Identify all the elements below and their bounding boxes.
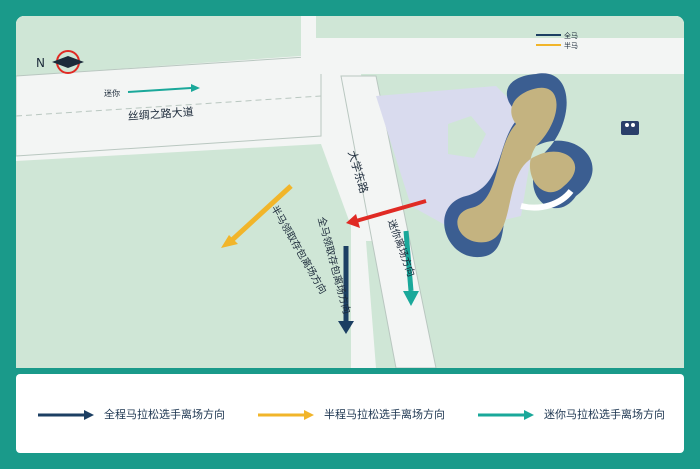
silk-road-avenue-label: 丝绸之路大道 (127, 104, 194, 123)
plaza-pentagon (448, 116, 486, 158)
mini-lane-label: 迷你 (104, 88, 120, 98)
full-exit-arrow-head (338, 321, 354, 334)
mini-exit-arrow-line (403, 230, 414, 292)
grass-southwest (16, 144, 351, 368)
half-exit-arrow-head (221, 235, 238, 248)
main-exit-arrow-head (346, 214, 360, 228)
restroom-icon (621, 121, 639, 135)
avenue-center-line (16, 95, 322, 117)
race-loop-inner (457, 87, 576, 243)
main-exit-arrow-line (355, 199, 427, 223)
grass-top-strip (316, 16, 684, 38)
race-path-white (520, 189, 574, 211)
legend-label-half: 半程马拉松选手离场方向 (324, 408, 445, 421)
yellow-arrow-icon (258, 407, 314, 421)
compass-north-label: N (36, 56, 45, 70)
mini-lane-arrow-head (191, 84, 200, 92)
full-route-label: 全马 (564, 31, 578, 40)
half-route-label: 半马 (564, 41, 578, 50)
legend-panel: 全程马拉松选手离场方向 半程马拉松选手离场方向 迷你马拉松选手离场方向 (16, 374, 684, 453)
half-exit-arrow-line (229, 184, 293, 243)
teal-arrow-icon (478, 407, 534, 421)
dark-blue-arrow-icon (38, 407, 94, 421)
legend-label-full: 全程马拉松选手离场方向 (104, 408, 225, 421)
grass-top-left (16, 16, 301, 76)
legend-label-mini: 迷你马拉松选手离场方向 (544, 408, 665, 421)
legend-item-mini: 迷你马拉松选手离场方向 (478, 404, 665, 424)
mini-exit-arrow-head (403, 291, 419, 306)
top-road (301, 38, 684, 74)
legend-item-full: 全程马拉松选手离场方向 (38, 404, 225, 424)
route-map: N 迷你 丝绸之路大道 大学东路 全马 半马 半马领取存包离场方向 全马领取存包… (16, 16, 684, 368)
compass-icon (52, 50, 84, 74)
mini-lane-arrow-line (127, 87, 192, 93)
map-panel: N 迷你 丝绸之路大道 大学东路 全马 半马 半马领取存包离场方向 全马领取存包… (16, 16, 684, 368)
legend-item-half: 半程马拉松选手离场方向 (258, 404, 445, 424)
